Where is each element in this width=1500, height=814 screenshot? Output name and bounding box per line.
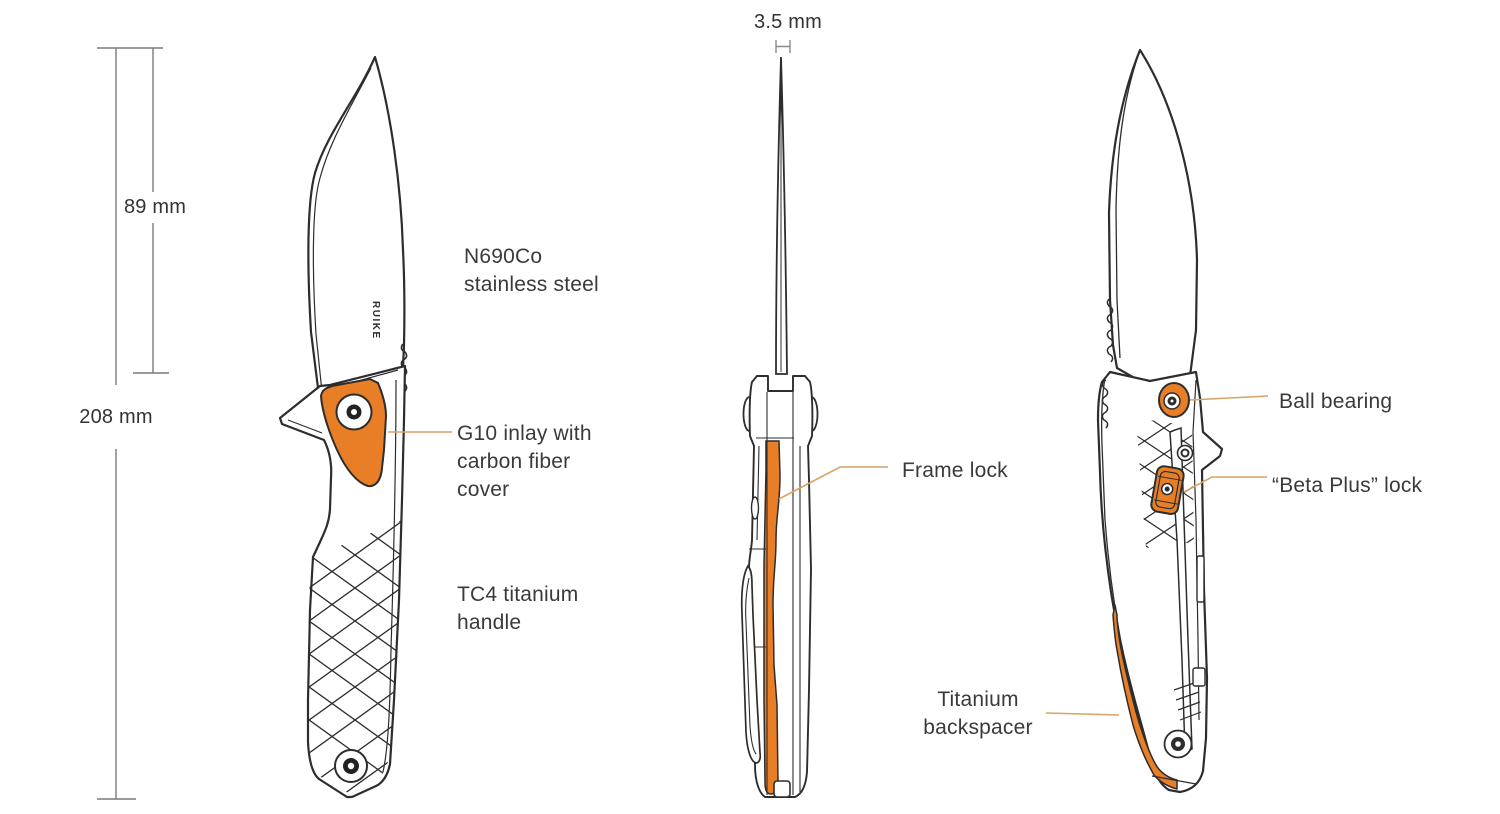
- handle-right-inner-line-3q: [1192, 379, 1200, 721]
- blade-brand-logo: RUIKE: [370, 301, 381, 340]
- dimension-lines: [97, 40, 791, 800]
- g10-inlay-label-line2: carbon fiber: [457, 450, 571, 473]
- clip-screw-ring: [1180, 448, 1190, 458]
- lock-button-ridges: [1153, 475, 1182, 505]
- g10-inlay-label-line1: G10 inlay with: [457, 422, 592, 445]
- handle-standoff-3q-upper: [1196, 555, 1205, 603]
- handle-material-label: TC4 titanium handle: [457, 581, 578, 637]
- handle-bottom-edge-line: [1151, 775, 1197, 785]
- lock-button-inner: [1155, 470, 1180, 510]
- pocket-clip-side-inner: [745, 577, 757, 755]
- frame-lock-callout-line: [778, 466, 888, 500]
- beta-lock-callout-line: [1183, 476, 1267, 493]
- flipper-inner-line: [287, 419, 323, 434]
- g10-inlay-label-line3: cover: [457, 478, 510, 501]
- knife-three-quarter-view: [1096, 48, 1224, 794]
- titanium-backspacer-label-line1: Titanium: [937, 688, 1019, 711]
- handle-liner-line-3q: [1100, 377, 1150, 754]
- handle-standoff: [750, 496, 760, 520]
- knife-side-view: [740, 56, 819, 798]
- blade-length-dimension: 89 mm: [123, 196, 187, 218]
- blade-steel-label-line1: N690Co: [464, 245, 543, 268]
- lanyard-hole-center: [347, 762, 355, 770]
- lock-button-screw-center: [1164, 486, 1170, 492]
- handle-right-liner-line: [382, 379, 397, 773]
- pocket-clip-side: [740, 564, 762, 764]
- ball-bearing-callout-line: [1189, 395, 1269, 401]
- titanium-backspacer-label: Titanium backspacer: [908, 686, 1048, 742]
- clip-jimping-3q: [1173, 681, 1202, 721]
- titanium-backspacer-label-line2: backspacer: [923, 716, 1033, 739]
- blade-thickness-dimension: 3.5 mm: [754, 11, 822, 33]
- overall-length-dimension: 208 mm: [79, 406, 153, 428]
- g10-inlay-label: G10 inlay with carbon fiber cover: [457, 420, 592, 504]
- bottom-screw-center-3q: [1175, 741, 1181, 747]
- blade-jimping-3q: [1106, 297, 1114, 363]
- blade-bevel-line-3q: [1115, 55, 1139, 359]
- thickness-bracket: [775, 40, 791, 53]
- callout-lines: [388, 395, 1269, 716]
- ball-bearing-screw-dot: [1170, 399, 1174, 403]
- beta-plus-lock-label: “Beta Plus” lock: [1272, 474, 1423, 497]
- backspacer-end-tab: [773, 780, 791, 798]
- backspacer-callout-line: [1045, 712, 1120, 716]
- handle-material-label-line2: handle: [457, 611, 522, 634]
- clip-screw: [1176, 444, 1194, 462]
- blade-outline-3q: [1107, 48, 1199, 386]
- ball-bearing-label: Ball bearing: [1279, 390, 1393, 413]
- beta-plus-lock-button: [1150, 465, 1185, 515]
- blade-steel-label-line2: stainless steel: [464, 273, 599, 296]
- blade-outline: [307, 55, 406, 422]
- frame-lock-label: Frame lock: [902, 459, 1008, 482]
- handle-material-label-line1: TC4 titanium: [457, 583, 579, 606]
- blade-grind-line: [312, 67, 372, 393]
- frame-lock-strip: [763, 440, 781, 795]
- blade-steel-label: N690Co stainless steel: [464, 243, 599, 299]
- knife-front-view: [278, 55, 408, 799]
- side-handle-inner-lines: [749, 392, 801, 795]
- pivot-screw-center: [351, 409, 357, 415]
- handle-standoff-3q-lower: [1192, 667, 1206, 687]
